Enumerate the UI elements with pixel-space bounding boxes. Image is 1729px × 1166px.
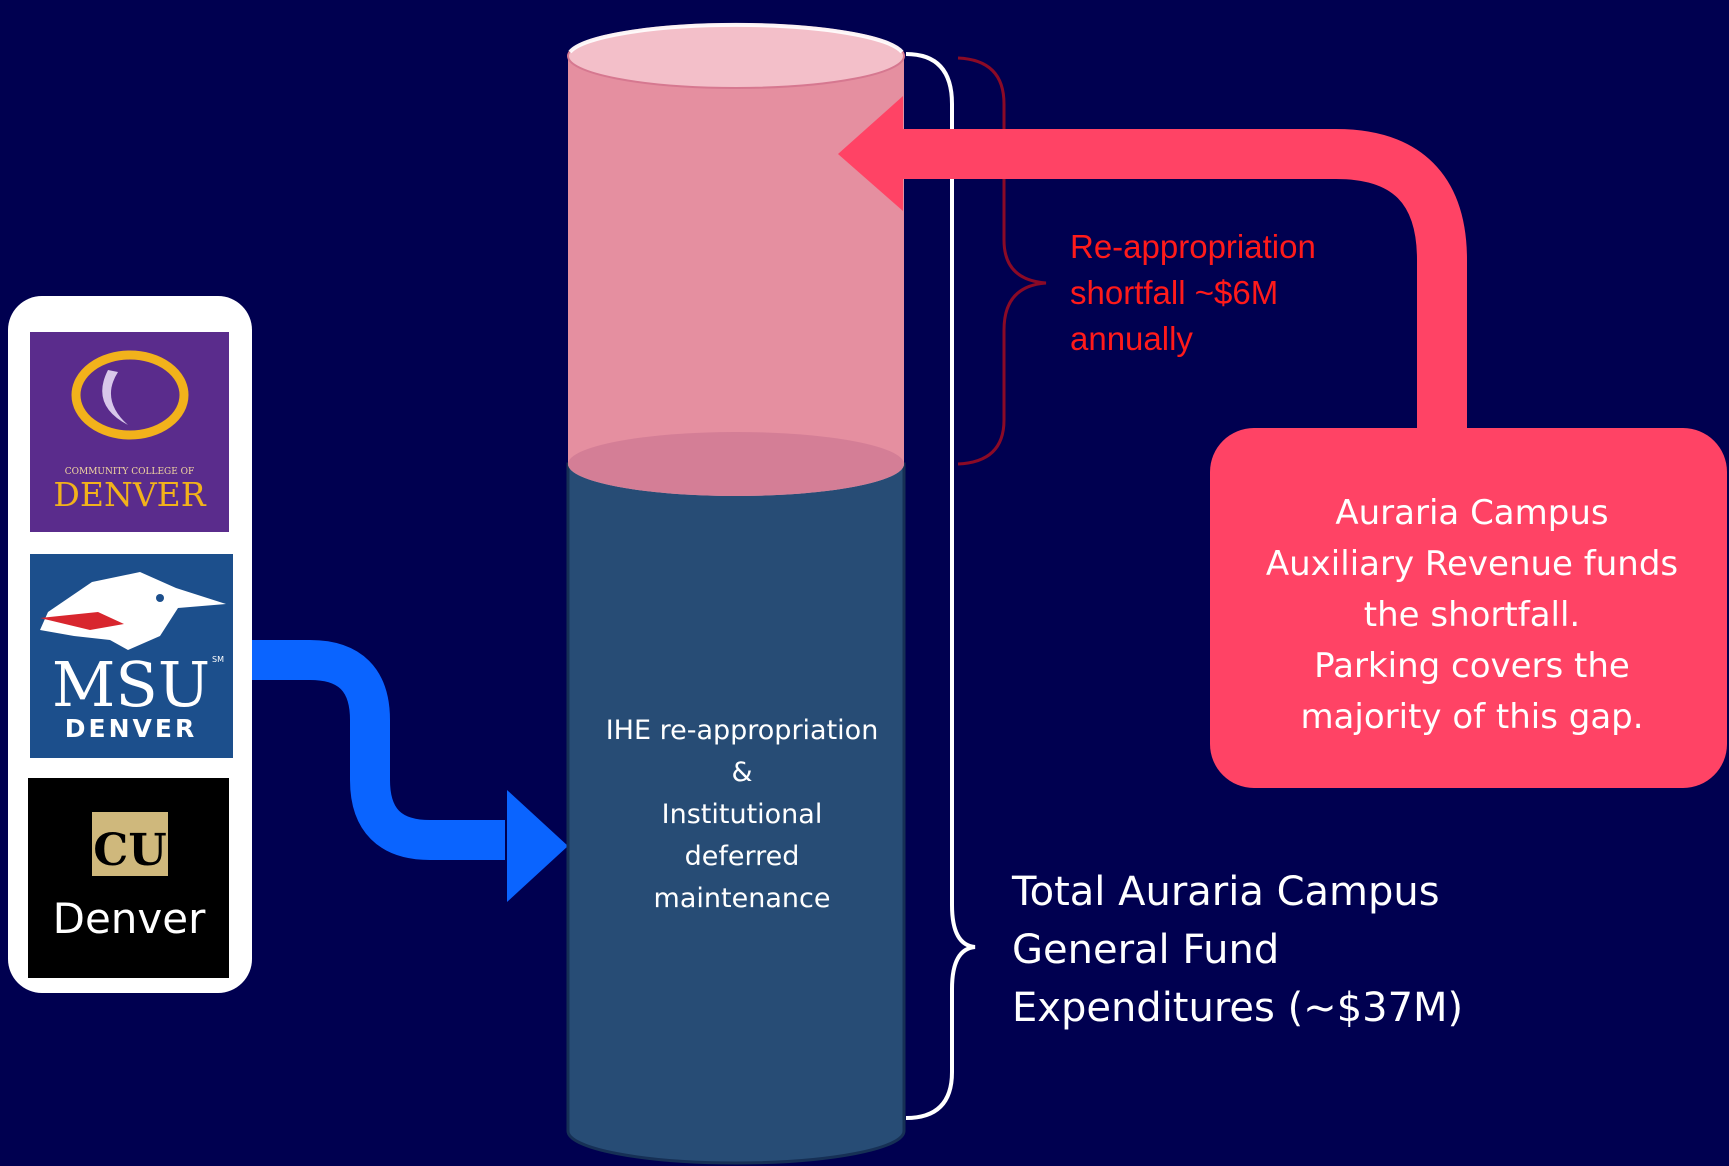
cylinder-label: IHE re-appropriation & Institutional def…: [572, 710, 912, 920]
cylinder-label-line: maintenance: [653, 883, 831, 914]
revenue-arrow: [895, 129, 1467, 430]
revenue-box: [1210, 428, 1727, 788]
revenue-box-text: Auraria Campus Auxiliary Revenue funds t…: [1212, 488, 1729, 743]
institutions-arrow: [252, 640, 505, 860]
institutions-arrowhead: [507, 790, 568, 902]
revenue-line: majority of this gap.: [1300, 697, 1644, 737]
svg-text:CU: CU: [93, 825, 166, 876]
shortfall-line: shortfall ~$6M: [1070, 274, 1279, 311]
revenue-line: Auxiliary Revenue funds: [1265, 544, 1679, 584]
revenue-line: Parking covers the: [1314, 646, 1630, 686]
svg-text:DENVER: DENVER: [53, 475, 206, 514]
msu-logo: MSU SM DENVER: [30, 554, 233, 758]
revenue-line: the shortfall.: [1363, 595, 1581, 635]
total-line: Total Auraria Campus: [1012, 869, 1440, 915]
total-brace: [905, 52, 976, 1120]
shortfall-line: annually: [1070, 320, 1193, 357]
cylinder-label-line: Institutional: [661, 799, 823, 830]
shortfall-line: Re-appropriation: [1070, 228, 1316, 265]
svg-text:Denver: Denver: [53, 894, 206, 943]
cu-denver-logo: CU Denver: [28, 778, 229, 978]
ccd-ring-icon: [71, 350, 189, 440]
total-line: General Fund: [1012, 927, 1280, 973]
cylinder-label-line: deferred: [684, 841, 800, 872]
revenue-arrowhead: [838, 96, 903, 211]
cylinder-label-line: &: [731, 757, 753, 788]
total-line: Expenditures (~$37M): [1012, 985, 1464, 1031]
total-label: Total Auraria Campus General Fund Expend…: [1012, 863, 1572, 1037]
svg-text:COMMUNITY COLLEGE OF: COMMUNITY COLLEGE OF: [65, 467, 195, 477]
shortfall-brace: [957, 56, 1047, 466]
revenue-line: Auraria Campus: [1335, 493, 1609, 533]
cu-emblem-icon: [92, 812, 168, 876]
roadrunner-icon: [40, 572, 226, 650]
svg-text:MSU: MSU: [52, 648, 210, 721]
svg-text:DENVER: DENVER: [65, 714, 197, 743]
cylinder-label-line: IHE re-appropriation: [605, 715, 879, 746]
ccd-logo: COMMUNITY COLLEGE OF DENVER: [30, 332, 229, 532]
svg-text:SM: SM: [212, 655, 224, 664]
shortfall-label: Re-appropriation shortfall ~$6M annually: [1070, 224, 1370, 362]
funding-cylinder: [566, 22, 906, 1165]
